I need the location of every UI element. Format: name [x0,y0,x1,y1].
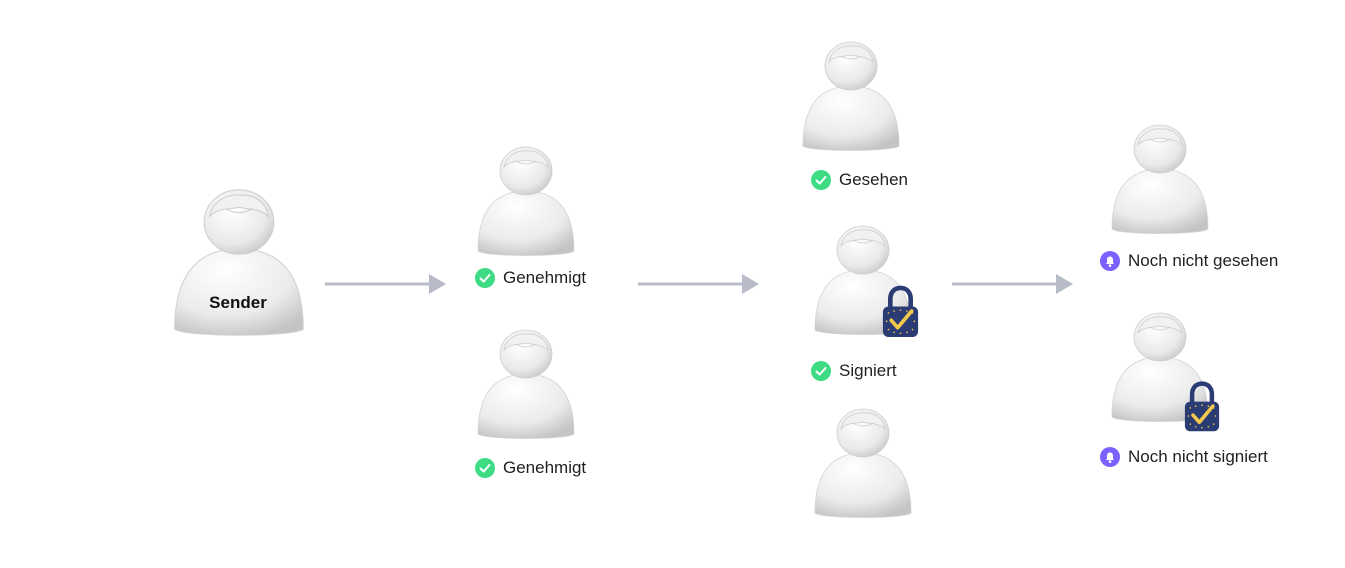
approver-1-avatar [476,144,576,260]
flow-arrow-1 [325,274,446,294]
person-avatar-icon [801,39,901,155]
viewer-avatar [801,39,901,155]
approver-2-status: Genehmigt [475,458,586,478]
status-label: Genehmigt [503,268,587,287]
person-avatar-icon [476,327,576,443]
approver-1-status: Genehmigt [475,268,586,288]
status-label: Noch nicht signiert [1128,447,1268,466]
pending-viewer-avatar [1110,122,1210,238]
person-avatar-icon [813,406,913,522]
status-label: Signiert [839,361,897,380]
person-avatar-icon [172,186,306,341]
bell-icon [1100,447,1120,467]
viewer-status: Gesehen [811,170,908,190]
padlock-check-icon [1184,380,1220,434]
check-circle-icon [475,458,495,478]
status-label: Noch nicht gesehen [1128,251,1279,270]
flow-arrow-2 [638,274,759,294]
check-circle-icon [811,170,831,190]
pending-viewer-status: Noch nicht gesehen [1100,251,1278,271]
status-label: Genehmigt [503,458,587,477]
check-circle-icon [811,361,831,381]
flow-arrow-3 [952,274,1073,294]
person-avatar-icon [476,144,576,260]
check-circle-icon [475,268,495,288]
sender-label: Sender [209,293,267,312]
approver-2-avatar [476,327,576,443]
status-label: Gesehen [839,170,908,189]
signer-status: Signiert [811,361,897,381]
bell-icon [1100,251,1120,271]
sender-avatar [172,186,306,341]
pending-signer-status: Noch nicht signiert [1100,447,1268,467]
person-avatar-icon [1110,122,1210,238]
padlock-check-icon [882,285,919,339]
recipient-avatar [813,406,913,522]
